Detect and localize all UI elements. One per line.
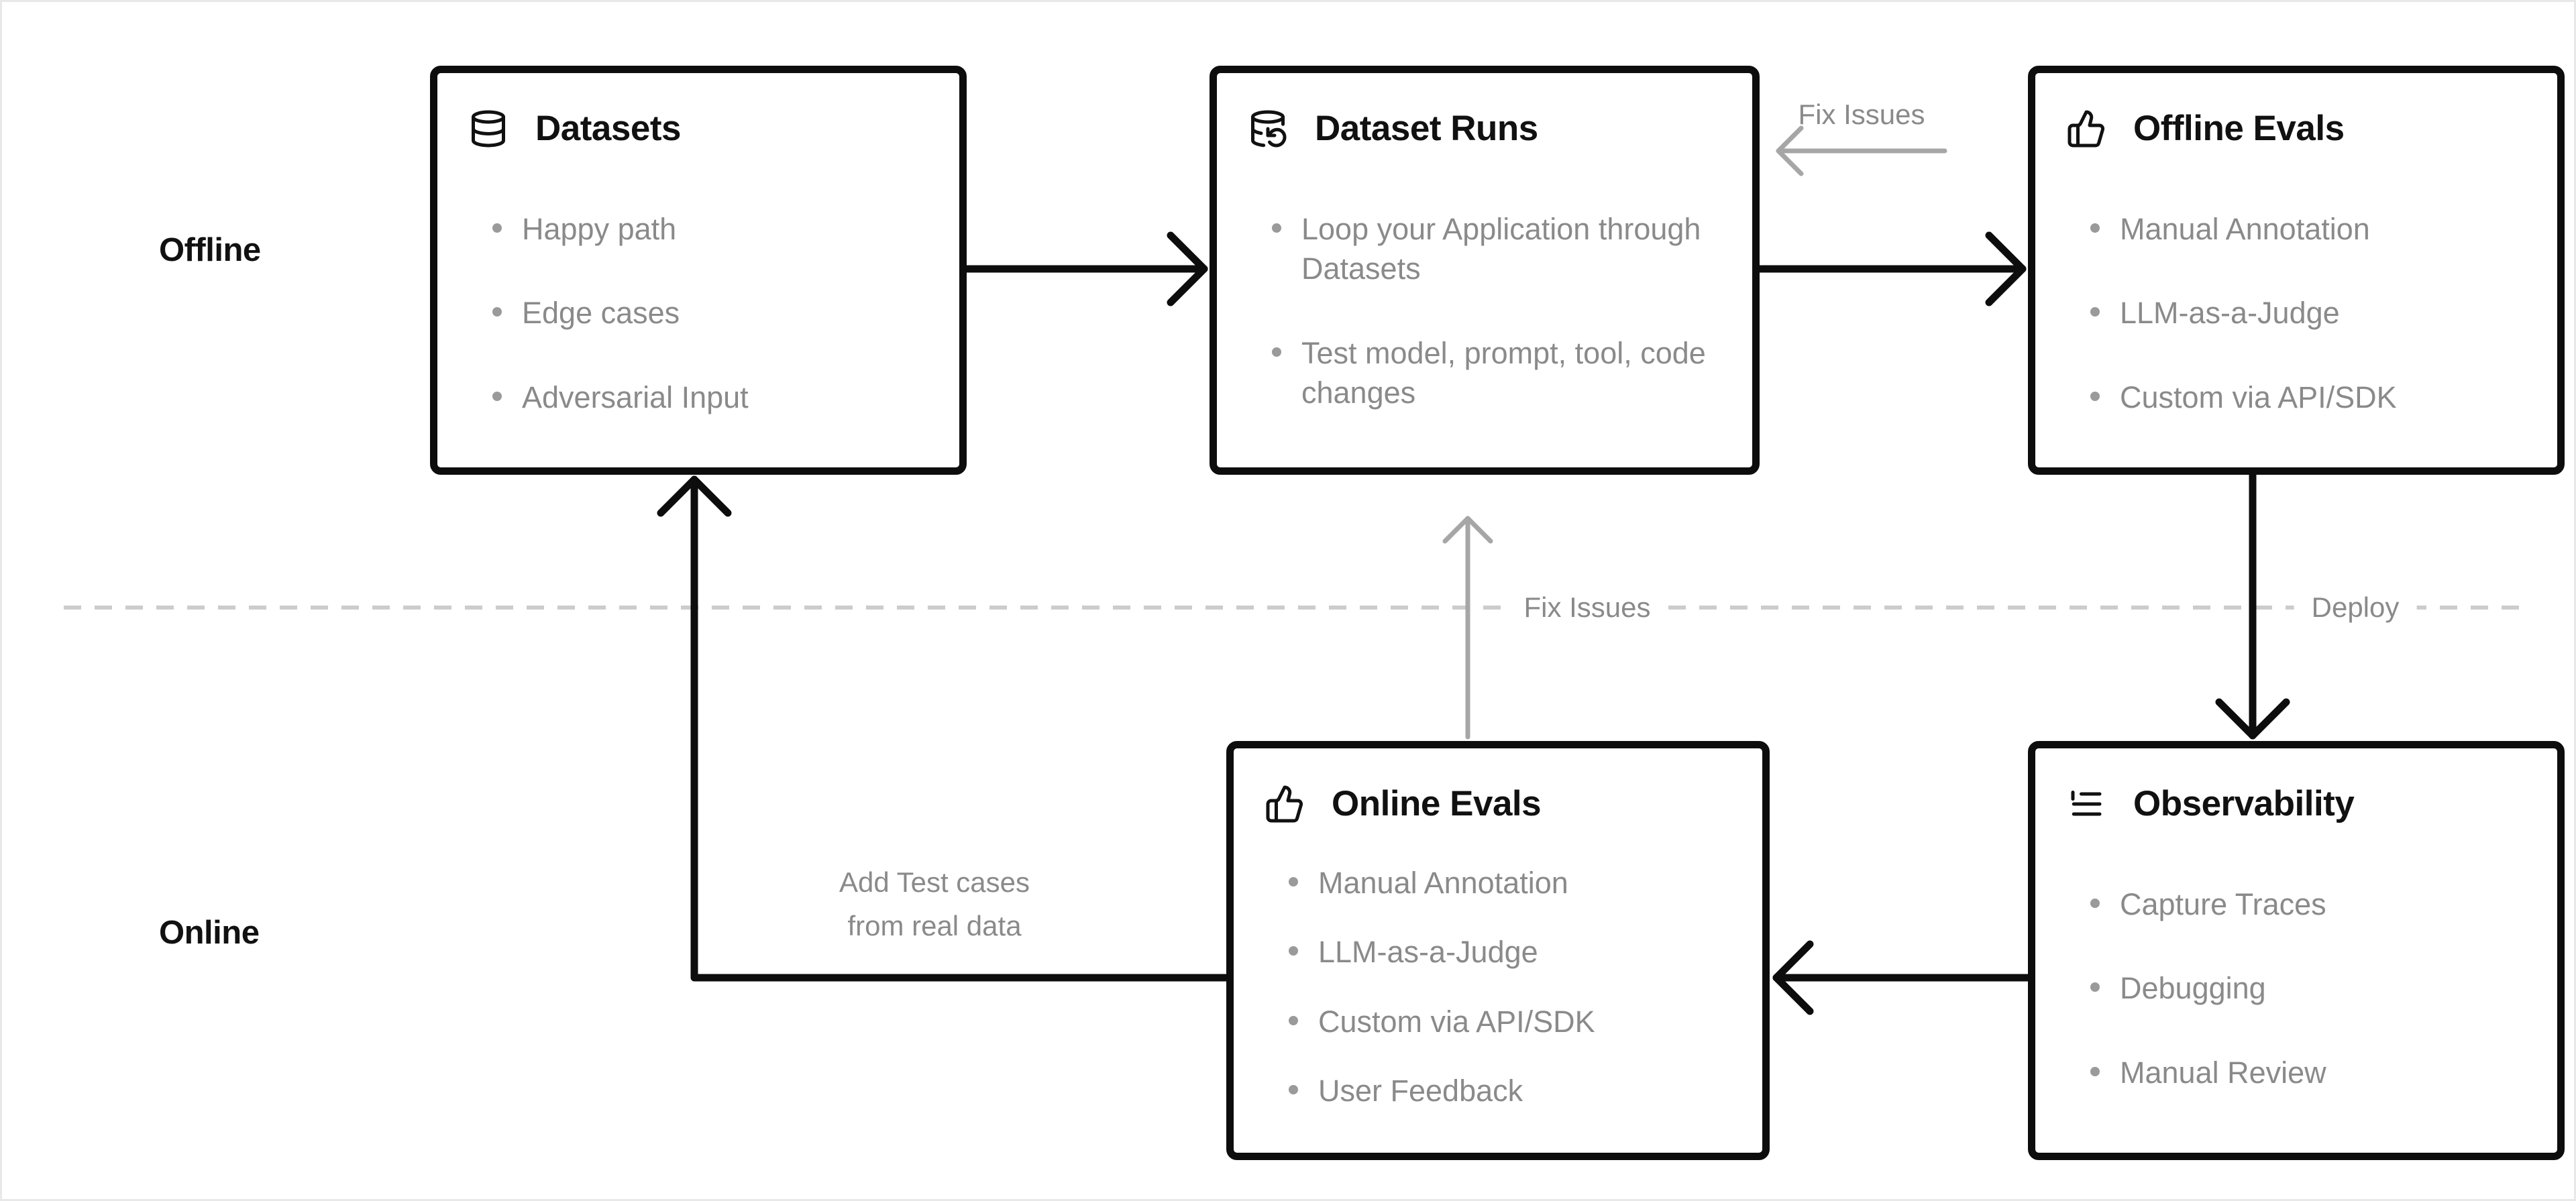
list-item: Debugging (2089, 968, 2533, 1008)
list-item: Custom via API/SDK (1287, 1002, 1738, 1041)
list-item: Adversarial Input (491, 378, 935, 417)
node-datasets-header: Datasets (437, 73, 959, 149)
node-offline-evals: Offline Evals Manual Annotation LLM-as-a… (2028, 66, 2565, 475)
node-offline-evals-header: Offline Evals (2035, 73, 2557, 149)
node-dataset-runs: Dataset Runs Loop your Application throu… (1210, 66, 1760, 475)
list-item: Manual Annotation (1287, 863, 1738, 903)
database-icon (468, 109, 508, 149)
node-observability-list: Capture Traces Debugging Manual Review (2035, 884, 2557, 1092)
list-item: LLM-as-a-Judge (1287, 932, 1738, 972)
edge-label-fix-issues-top: Fix Issues (1798, 99, 1925, 130)
arrow-online-evals-to-datasets (657, 475, 1232, 982)
node-online-evals-header: Online Evals (1234, 748, 1762, 824)
node-dataset-runs-header: Dataset Runs (1217, 73, 1752, 149)
logs-icon (2066, 784, 2106, 824)
edge-label-add-test-cases-line1: Add Test cases (839, 866, 1030, 898)
thumbs-up-icon (1265, 784, 1305, 824)
edge-label-deploy: Deploy (2294, 589, 2417, 626)
node-datasets-title: Datasets (535, 109, 681, 148)
list-item: User Feedback (1287, 1071, 1738, 1110)
node-dataset-runs-title: Dataset Runs (1315, 109, 1538, 148)
lane-label-online: Online (159, 915, 260, 951)
node-observability-header: Observability (2035, 748, 2557, 824)
node-online-evals: Online Evals Manual Annotation LLM-as-a-… (1226, 741, 1770, 1160)
list-item: Manual Annotation (2089, 209, 2533, 249)
lane-label-offline: Offline (159, 232, 261, 268)
node-offline-evals-title: Offline Evals (2133, 109, 2345, 148)
node-datasets: Datasets Happy path Edge cases Adversari… (430, 66, 967, 475)
edge-label-add-test-cases-line2: from real data (847, 910, 1022, 941)
edge-label-add-test-cases: Add Test cases from real data (839, 860, 1030, 948)
node-observability: Observability Capture Traces Debugging M… (2028, 741, 2565, 1160)
list-item: Test model, prompt, tool, code changes (1271, 333, 1728, 413)
list-item: Capture Traces (2089, 884, 2533, 924)
list-item: Edge cases (491, 293, 935, 333)
list-item: Manual Review (2089, 1053, 2533, 1092)
node-online-evals-list: Manual Annotation LLM-as-a-Judge Custom … (1234, 863, 1762, 1111)
node-observability-title: Observability (2133, 784, 2355, 823)
list-item: LLM-as-a-Judge (2089, 293, 2533, 333)
edge-label-fix-issues-middle: Fix Issues (1506, 589, 1668, 626)
list-item: Custom via API/SDK (2089, 378, 2533, 417)
database-rerun-icon (1248, 109, 1288, 149)
node-dataset-runs-list: Loop your Application through Datasets T… (1217, 209, 1752, 413)
list-item: Loop your Application through Datasets (1271, 209, 1728, 289)
thumbs-up-icon (2066, 109, 2106, 149)
node-datasets-list: Happy path Edge cases Adversarial Input (437, 209, 959, 417)
node-online-evals-title: Online Evals (1332, 784, 1542, 823)
node-offline-evals-list: Manual Annotation LLM-as-a-Judge Custom … (2035, 209, 2557, 417)
list-item: Happy path (491, 209, 935, 249)
